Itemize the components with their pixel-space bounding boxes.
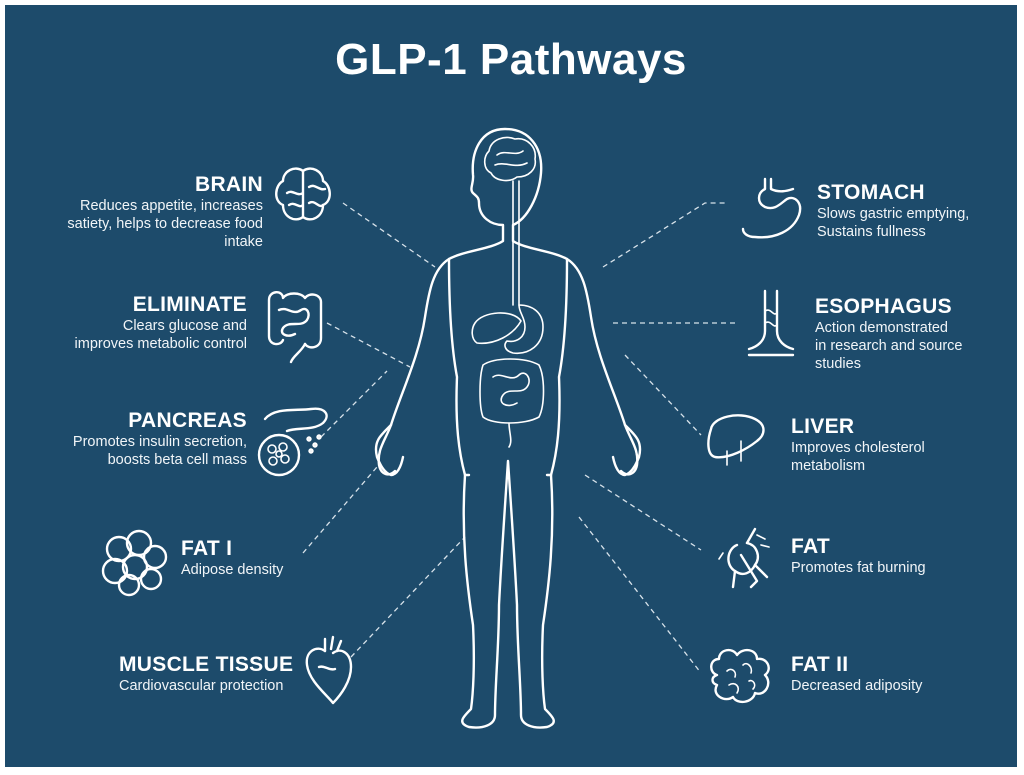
label-pancreas: PANCREAS Promotes insulin secretion, boo…	[25, 409, 247, 469]
desc-pancreas-line-2: boosts beta cell mass	[107, 452, 247, 468]
desc-liver-line-2: metabolism	[791, 458, 866, 474]
desc-fat-i-line-1: Adipose density	[181, 562, 284, 578]
desc-esophagus-line-3: studies	[815, 356, 861, 372]
adipose-tissue-icon	[718, 527, 770, 589]
stomach-icon	[741, 177, 802, 239]
desc-muscle-tissue-line-1: Cardiovascular protection	[119, 678, 284, 694]
heading-muscle-tissue: MUSCLE TISSUE	[119, 653, 294, 676]
connector-pancreas	[320, 370, 388, 438]
connector-fat	[584, 474, 702, 551]
page-title: GLP-1 Pathways	[335, 35, 687, 84]
connector-lines	[302, 202, 735, 674]
label-fat-ii: FAT II Decreased adiposity	[791, 653, 1001, 695]
desc-esophagus-line-2: in research and source	[815, 338, 963, 354]
desc-esophagus-line-1: Action demonstrated	[815, 320, 948, 336]
fat-cells-icon	[101, 529, 168, 597]
desc-brain-line-1: Reduces appetite, increases	[80, 198, 263, 214]
desc-brain-line-2: satiety, helps to decrease food	[67, 216, 263, 232]
pancreas-icon	[257, 407, 328, 477]
connector-muscle	[350, 536, 466, 658]
brain-in-head	[483, 136, 537, 182]
heading-fat-i: FAT I	[181, 537, 233, 560]
connector-liver	[624, 354, 702, 436]
infographic-panel: GLP-1 Pathways BRAIN Reduces appetite, i…	[5, 5, 1017, 767]
label-stomach: STOMACH Slows gastric emptying, Sustains…	[817, 181, 1007, 241]
label-muscle-tissue: MUSCLE TISSUE Cardiovascular protection	[119, 653, 319, 695]
intestines-organ	[479, 358, 545, 424]
label-esophagus: ESOPHAGUS Action demonstrated in researc…	[815, 295, 1007, 373]
connector-fat-ii	[578, 516, 702, 674]
label-liver: LIVER Improves cholesterol metabolism	[791, 415, 991, 475]
human-body-outline	[374, 127, 642, 729]
brain-icon	[275, 167, 331, 221]
desc-fat-line-1: Promotes fat burning	[791, 560, 926, 576]
desc-stomach-line-1: Slows gastric emptying,	[817, 206, 970, 222]
label-fat-i: FAT I Adipose density	[181, 537, 381, 579]
desc-fat-ii-line-1: Decreased adiposity	[791, 678, 923, 694]
heading-fat-ii: FAT II	[791, 653, 849, 676]
intestine-icon	[267, 291, 323, 364]
heading-esophagus: ESOPHAGUS	[815, 295, 952, 318]
heading-eliminate: ELIMINATE	[132, 293, 247, 316]
liver-organ	[471, 312, 522, 345]
heading-stomach: STOMACH	[817, 181, 925, 204]
desc-eliminate-line-2: improves metabolic control	[74, 336, 247, 352]
heading-brain: BRAIN	[195, 173, 263, 196]
internal-organs	[471, 136, 545, 448]
desc-eliminate-line-1: Clears glucose and	[122, 318, 247, 334]
diagram-artwork	[101, 127, 802, 729]
liver-icon	[707, 414, 765, 466]
heading-liver: LIVER	[791, 415, 855, 438]
desc-liver-line-1: Improves cholesterol	[791, 440, 925, 456]
label-brain: BRAIN Reduces appetite, increases satiet…	[25, 173, 263, 251]
heading-fat: FAT	[791, 535, 831, 558]
desc-stomach-line-2: Sustains fullness	[817, 224, 926, 240]
esophagus-tube	[512, 180, 520, 306]
label-fat: FAT Promotes fat burning	[791, 535, 1001, 577]
desc-brain-line-3: intake	[224, 234, 263, 250]
connector-fat-i	[302, 466, 378, 554]
label-eliminate: ELIMINATE Clears glucose and improves me…	[25, 293, 247, 353]
heart-icon	[305, 635, 353, 705]
connector-stomach	[602, 202, 727, 268]
esophagus-icon	[747, 289, 795, 357]
connector-eliminate	[326, 322, 411, 368]
connector-brain	[342, 202, 436, 268]
desc-pancreas-line-1: Promotes insulin secretion,	[72, 434, 247, 450]
stomach-organ	[504, 304, 544, 354]
fat-cluster-icon	[710, 648, 770, 704]
heading-pancreas: PANCREAS	[128, 409, 247, 432]
